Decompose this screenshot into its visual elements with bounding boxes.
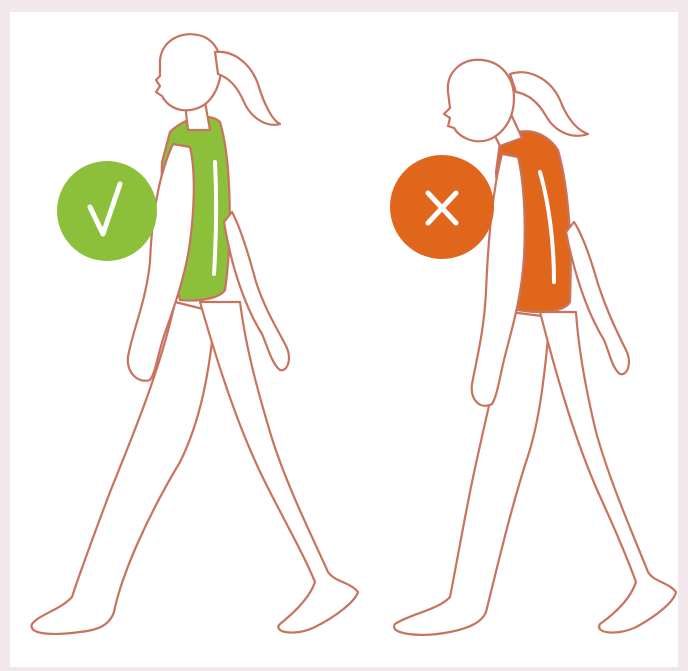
bad-front-leg [540,312,676,633]
bad-back-leg [394,312,550,635]
good-badge-circle [57,161,157,261]
bad-ponytail [510,72,588,135]
bad-head [444,60,514,141]
good-badge [57,161,157,261]
bad-badge [390,155,494,259]
good-back-leg [32,302,215,634]
illustration-panel [10,12,678,667]
posture-illustration [10,12,678,667]
good-posture-figure [32,34,358,634]
good-spine-line [214,162,216,274]
bad-posture-figure [394,60,676,635]
good-head [156,34,221,110]
good-ponytail [215,52,280,125]
